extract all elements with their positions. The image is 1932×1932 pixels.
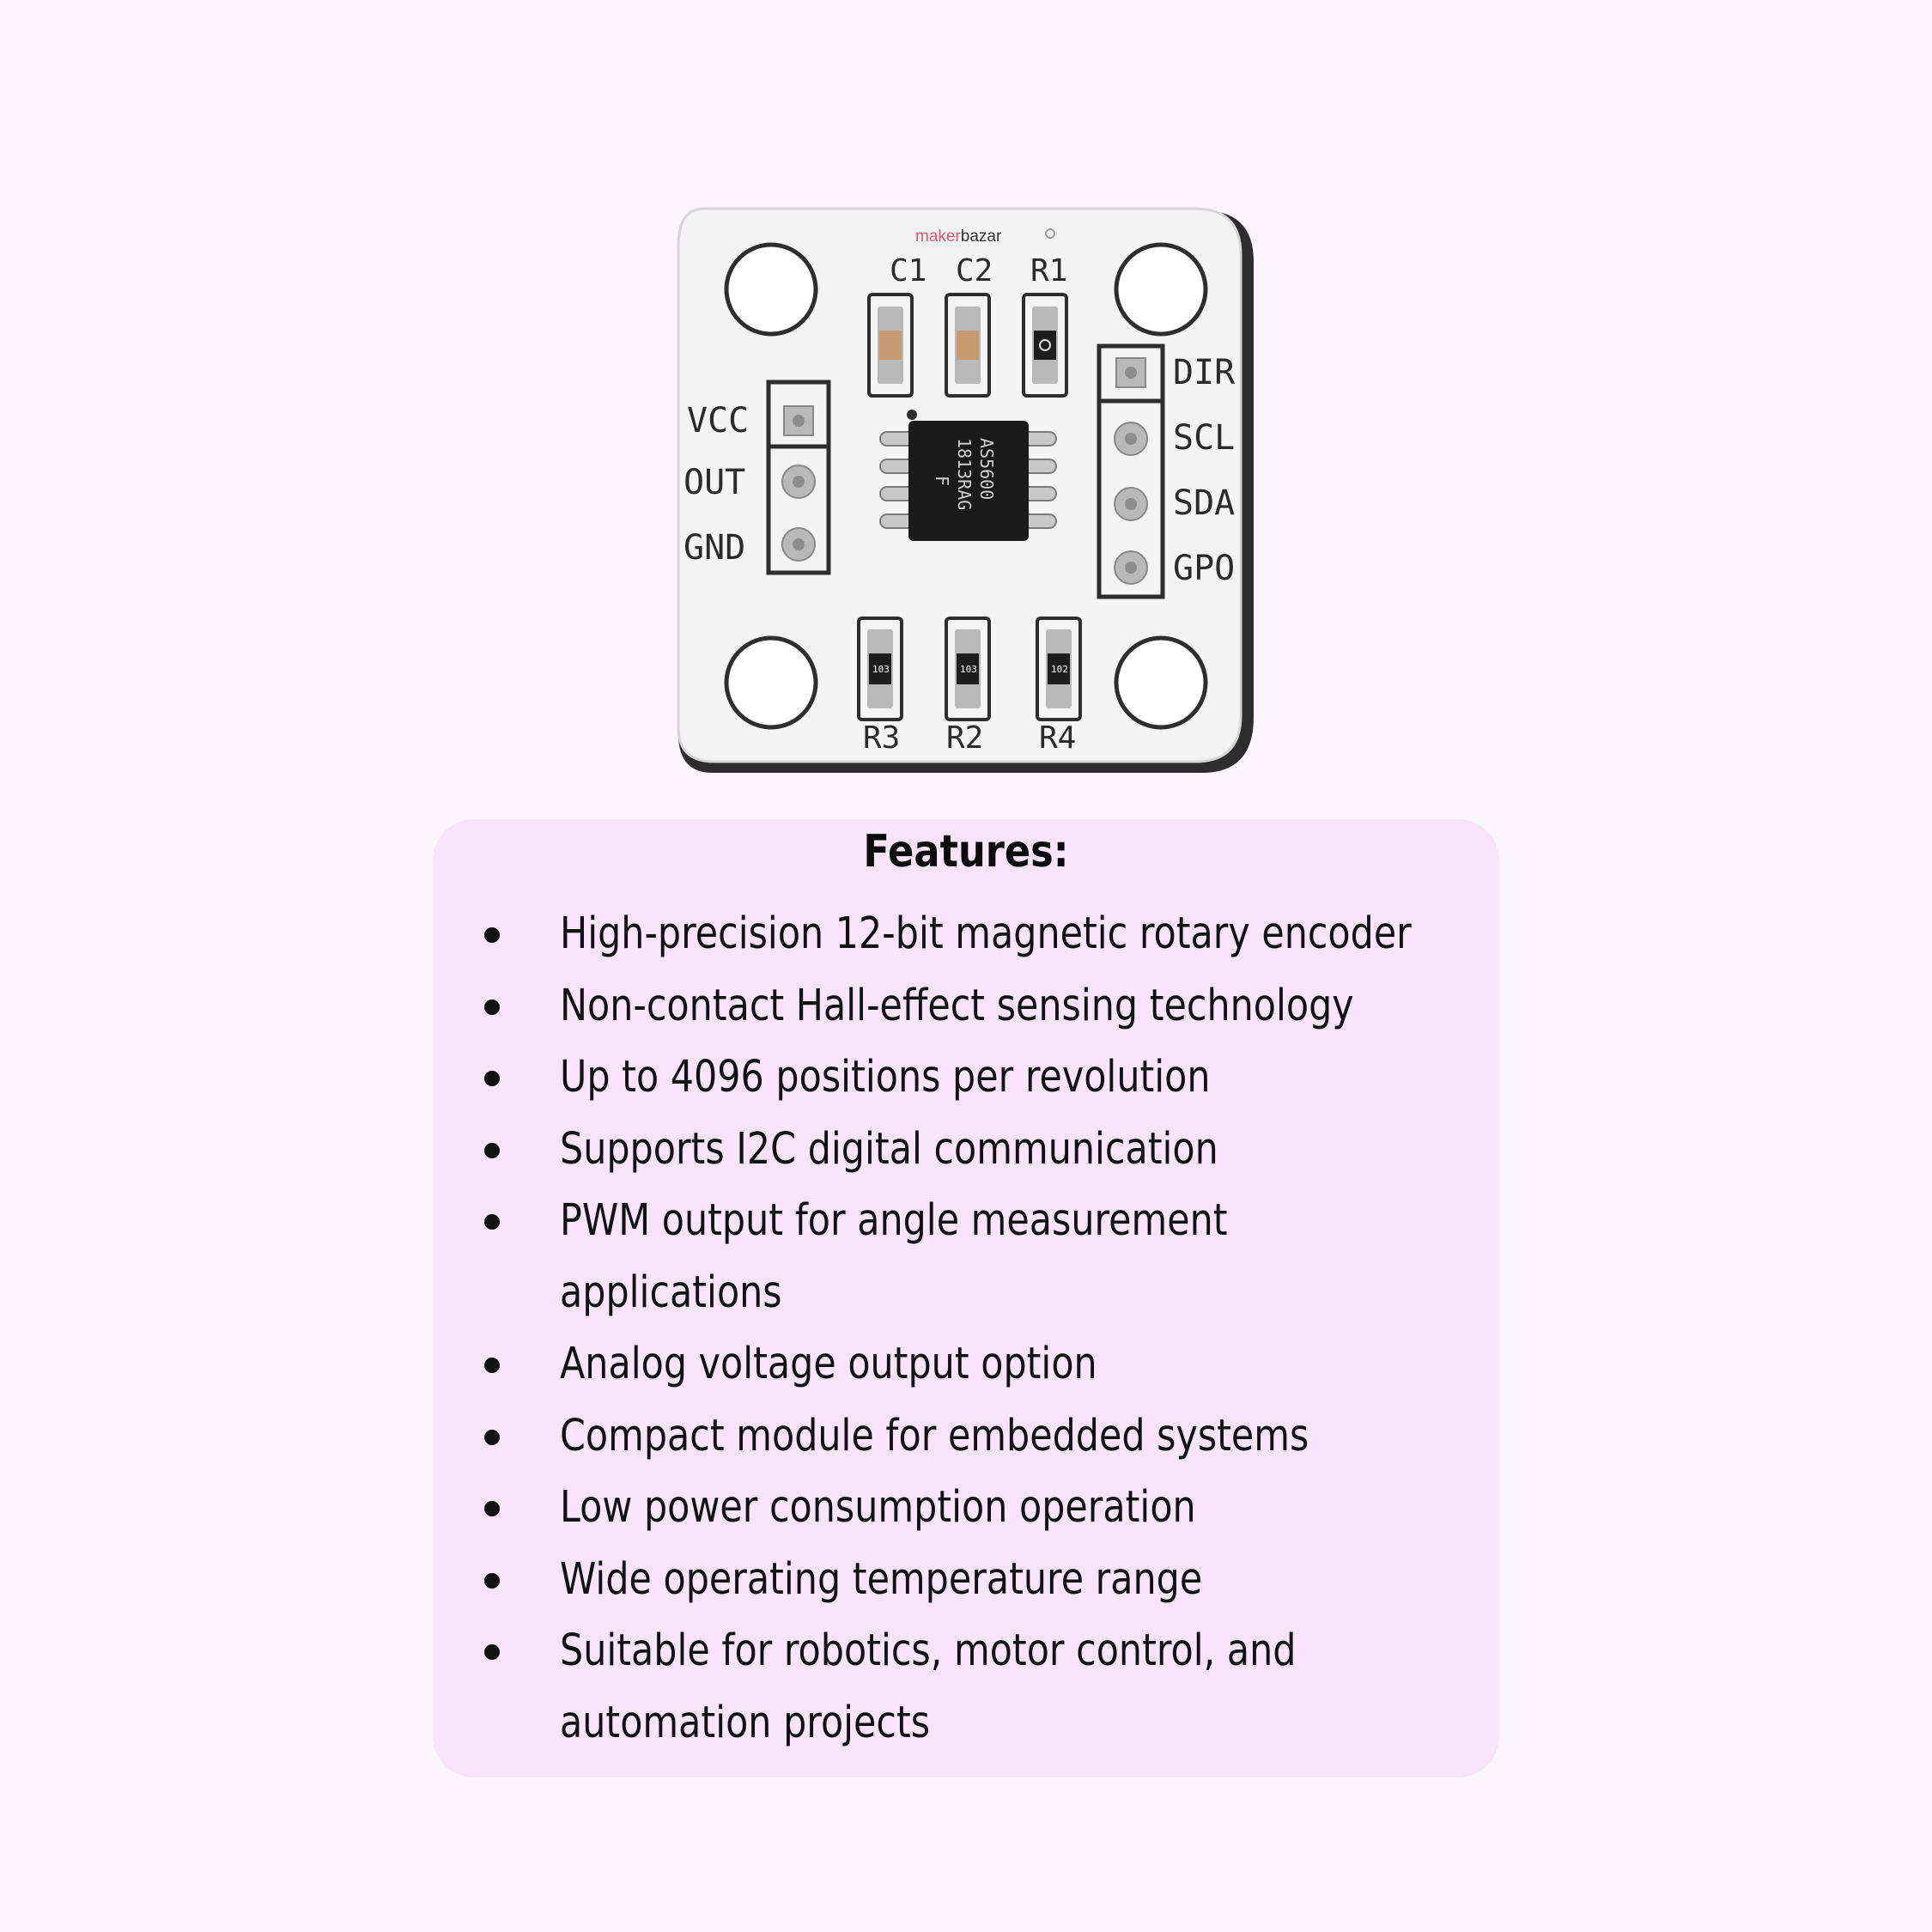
feature-item: Non-contact Hall-effect sensing technolo… — [484, 970, 1480, 1042]
features-list: High-precision 12-bit magnetic rotary en… — [484, 898, 1480, 1759]
features-title: Features: — [863, 826, 1069, 878]
feature-text: Up to 4096 positions per revolution — [560, 1052, 1211, 1103]
brand-suffix: bazar — [961, 228, 1002, 246]
bullet-icon — [484, 999, 500, 1015]
label-c2: C2 — [956, 253, 993, 289]
pin-label-gpo: GPO — [1173, 549, 1235, 588]
capacitor-c2 — [945, 293, 991, 398]
pin-label-sda: SDA — [1173, 483, 1235, 523]
feature-item: PWM output for angle measurement — [484, 1185, 1480, 1257]
feature-item: Compact module for embedded systems — [484, 1400, 1480, 1473]
as5600-module-image: makerbazar C1 C2 R1 — [670, 202, 1271, 786]
mounting-hole-bottom-left — [724, 635, 818, 730]
label-r3: R3 — [863, 720, 900, 756]
features-card: Features: High-precision 12-bit magnetic… — [433, 819, 1499, 1777]
feature-text: PWM output for angle measurement — [560, 1195, 1228, 1246]
label-r1: R1 — [1030, 253, 1067, 289]
pin-label-out: OUT — [683, 463, 745, 502]
right-pin-header — [1097, 343, 1165, 599]
resistor-r1 — [1022, 293, 1068, 398]
bullet-icon — [484, 1142, 500, 1158]
pin-label-vcc: VCC — [687, 401, 749, 440]
feature-item: Up to 4096 positions per revolution — [484, 1042, 1480, 1114]
bullet-icon — [484, 1358, 500, 1373]
svg-text:makerbazar: makerbazar — [915, 228, 1002, 246]
label-r2: R2 — [946, 720, 983, 756]
bullet-icon — [484, 1501, 500, 1516]
capacitor-c1 — [867, 293, 914, 398]
feature-text: automation projects — [560, 1697, 931, 1748]
fiducial-mark — [1045, 228, 1055, 239]
feature-text: High-precision 12-bit magnetic rotary en… — [560, 908, 1412, 959]
mounting-hole-top-left — [724, 242, 818, 337]
feature-text: Analog voltage output option — [560, 1339, 1097, 1389]
as5600-chip: AS5600 1813RAG F — [879, 410, 1057, 541]
resistor-r4: 102 — [1036, 617, 1082, 721]
bullet-icon — [484, 1071, 500, 1086]
chip-marking-line-2: 1813RAG — [954, 438, 975, 510]
feature-item: Supports I2C digital communication — [484, 1114, 1480, 1186]
bullet-icon — [484, 1572, 500, 1589]
chip-marking-line-3: F — [932, 476, 952, 486]
resistor-r4-code: 102 — [1051, 664, 1068, 675]
resistor-r3-code: 103 — [872, 664, 890, 675]
feature-item: Wide operating temperature range — [484, 1544, 1480, 1616]
feature-text: Supports I2C digital communication — [560, 1123, 1218, 1175]
label-c1: C1 — [890, 253, 927, 289]
feature-text: Wide operating temperature range — [560, 1553, 1203, 1605]
left-pin-header — [766, 380, 831, 575]
mounting-hole-top-right — [1114, 242, 1208, 337]
feature-item: Analog voltage output option — [484, 1328, 1480, 1400]
pin-label-scl: SCL — [1173, 418, 1235, 458]
brand-prefix: maker — [915, 228, 961, 246]
bullet-icon — [484, 927, 500, 943]
feature-item: High-precision 12-bit magnetic rotary en… — [484, 898, 1480, 970]
feature-text: Low power consumption operation — [560, 1482, 1196, 1533]
resistor-r2: 103 — [945, 617, 991, 721]
bullet-icon — [484, 1644, 500, 1660]
feature-item-continuation: applications — [484, 1257, 1480, 1329]
label-r4: R4 — [1039, 720, 1076, 756]
feature-item: Low power consumption operation — [484, 1472, 1480, 1544]
feature-text: applications — [560, 1267, 782, 1318]
feature-text: Suitable for robotics, motor control, an… — [560, 1625, 1297, 1676]
feature-item: Suitable for robotics, motor control, an… — [484, 1615, 1480, 1687]
mounting-hole-bottom-right — [1114, 635, 1208, 730]
mounting-holes — [724, 242, 1208, 730]
bullet-icon — [484, 1429, 500, 1445]
chip-marking-line-1: AS5600 — [976, 438, 997, 500]
feature-text: Compact module for embedded systems — [560, 1410, 1309, 1461]
resistor-r3: 103 — [857, 617, 903, 721]
feature-item-continuation: automation projects — [484, 1687, 1480, 1759]
resistor-r2-code: 103 — [960, 664, 977, 675]
pin-label-gnd: GND — [683, 528, 745, 568]
bullet-icon — [484, 1214, 500, 1230]
feature-text: Non-contact Hall-effect sensing technolo… — [560, 980, 1354, 1031]
pin-label-dir: DIR — [1173, 353, 1236, 392]
